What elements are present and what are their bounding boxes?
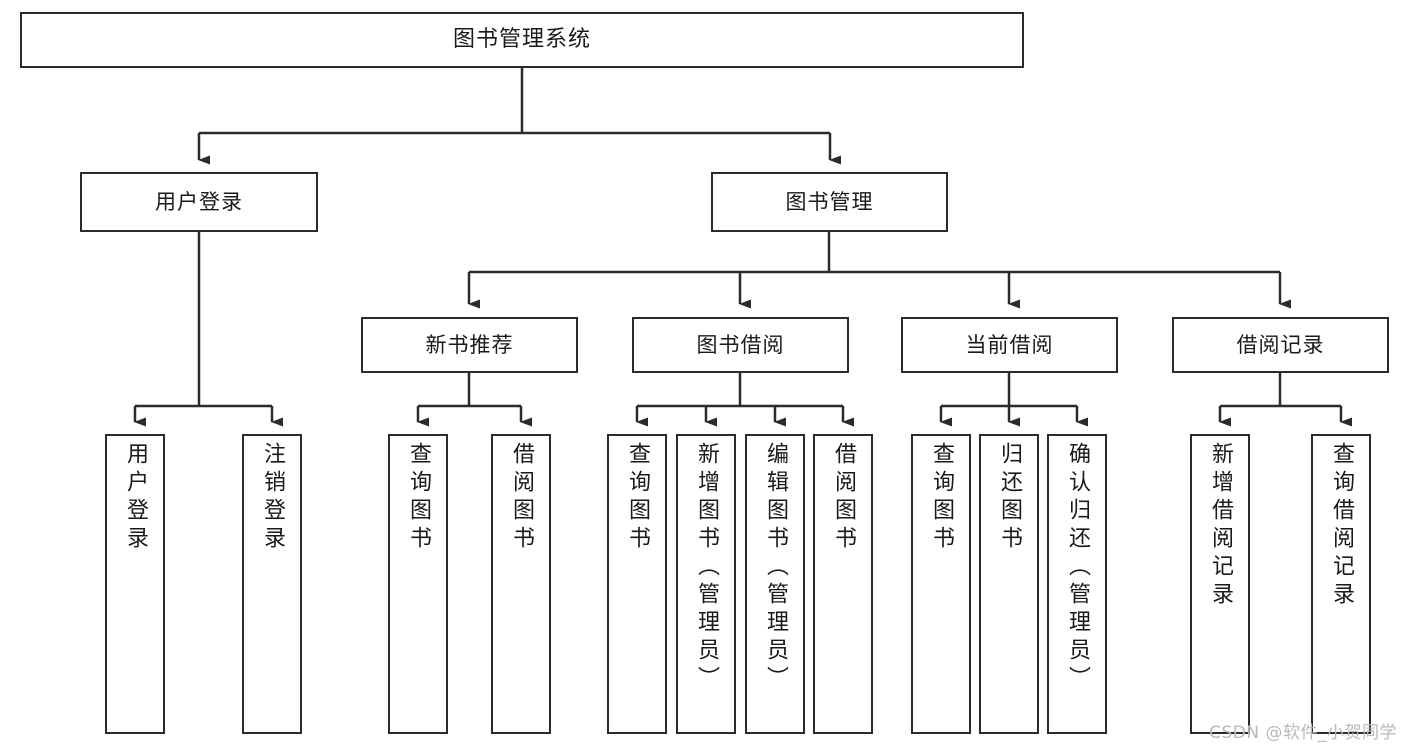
node-label: 图书借阅 [696, 332, 785, 357]
node-label: 查询图书 [929, 442, 954, 554]
node-label: 新增图书（管理员） [694, 442, 719, 694]
leaf-recommend-query-book[interactable]: 查询图书 [388, 434, 448, 734]
node-new-book-recommend[interactable]: 新书推荐 [361, 317, 578, 373]
node-label: 编辑图书（管理员） [763, 442, 788, 694]
node-label: 查询图书 [406, 442, 431, 554]
node-label: 图书管理 [785, 189, 874, 214]
node-label: 图书管理系统 [452, 27, 591, 53]
node-label: 归还图书 [997, 442, 1022, 554]
node-label: 新增借阅记录 [1208, 442, 1233, 610]
node-book-borrow[interactable]: 图书借阅 [632, 317, 849, 373]
node-label: 用户登录 [155, 189, 243, 214]
node-label: 用户登录 [123, 442, 148, 554]
leaf-borrow-query-book[interactable]: 查询图书 [607, 434, 667, 734]
node-label: 借阅图书 [831, 442, 856, 554]
leaf-recommend-borrow-book[interactable]: 借阅图书 [491, 434, 551, 734]
node-label: 当前借阅 [965, 332, 1054, 357]
leaf-record-add-record[interactable]: 新增借阅记录 [1190, 434, 1250, 734]
leaf-borrow-add-book-admin[interactable]: 新增图书（管理员） [676, 434, 736, 734]
node-label: 新书推荐 [425, 332, 514, 357]
node-label: 借阅图书 [509, 442, 534, 554]
node-label: 借阅记录 [1236, 332, 1325, 357]
leaf-record-query-record[interactable]: 查询借阅记录 [1311, 434, 1371, 734]
node-label: 查询图书 [625, 442, 650, 554]
node-borrow-record[interactable]: 借阅记录 [1172, 317, 1389, 373]
node-label: 查询借阅记录 [1329, 442, 1354, 610]
leaf-borrow-edit-book-admin[interactable]: 编辑图书（管理员） [745, 434, 805, 734]
node-user-login[interactable]: 用户登录 [80, 172, 318, 232]
leaf-current-query-book[interactable]: 查询图书 [911, 434, 971, 734]
leaf-borrow-borrow-book[interactable]: 借阅图书 [813, 434, 873, 734]
leaf-user-login-logout[interactable]: 注销登录 [242, 434, 302, 734]
node-label: 注销登录 [260, 442, 285, 554]
node-current-borrow[interactable]: 当前借阅 [901, 317, 1118, 373]
leaf-current-confirm-return-admin[interactable]: 确认归还（管理员） [1047, 434, 1107, 734]
leaf-user-login-login[interactable]: 用户登录 [105, 434, 165, 734]
watermark-text: CSDN @软件_小贺同学 [1209, 723, 1397, 743]
node-label: 确认归还（管理员） [1065, 442, 1090, 694]
node-book-management[interactable]: 图书管理 [711, 172, 948, 232]
leaf-current-return-book[interactable]: 归还图书 [979, 434, 1039, 734]
node-root-system[interactable]: 图书管理系统 [20, 12, 1024, 68]
